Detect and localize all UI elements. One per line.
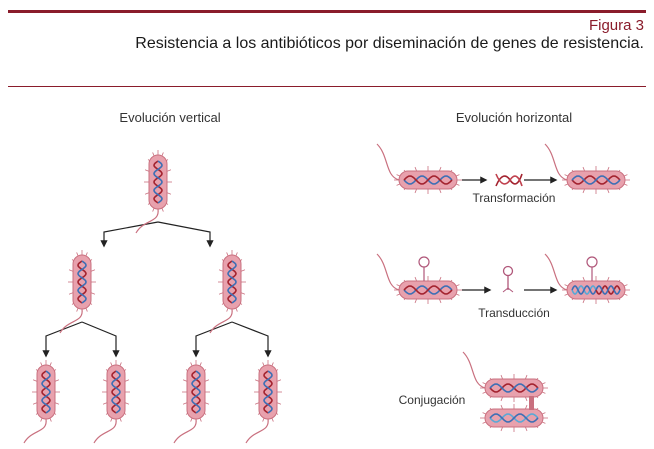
conjugation-label: Conjugación bbox=[399, 393, 466, 407]
bacterium-gen2-left bbox=[59, 250, 96, 334]
top-accent-bar bbox=[8, 10, 646, 13]
bacterium-gen2-right bbox=[209, 250, 246, 334]
free-dna-fragment bbox=[495, 173, 523, 187]
header-divider bbox=[8, 86, 646, 87]
bacterium-gen3-1 bbox=[23, 360, 60, 444]
transformation-recipient bbox=[544, 143, 630, 194]
transduction-label: Transducción bbox=[478, 306, 550, 320]
bacterium-gen3-2 bbox=[93, 360, 130, 444]
bacterium-gen3-4 bbox=[245, 360, 282, 444]
lineage-tree bbox=[42, 221, 272, 358]
vertical-evolution-title: Evolución vertical bbox=[119, 110, 220, 125]
horizontal-evolution-title: Evolución horizontal bbox=[456, 110, 572, 125]
bacterium-gen1 bbox=[135, 150, 172, 234]
transduction-donor bbox=[376, 253, 462, 304]
process-arrows bbox=[462, 176, 558, 294]
transformation-label: Transformación bbox=[473, 191, 556, 205]
bacteriophage bbox=[502, 265, 514, 293]
horizontal-bacteria-group bbox=[376, 143, 630, 432]
figure-title: Resistencia a los antibióticos por disem… bbox=[135, 35, 644, 52]
figure-label: Figura 3 bbox=[588, 17, 644, 34]
conjugation-recipient bbox=[480, 404, 548, 432]
vertical-bacteria-group bbox=[23, 150, 282, 444]
transduction-recipient bbox=[544, 253, 630, 304]
conjugation-donor bbox=[462, 351, 548, 402]
bacterium-gen3-3 bbox=[173, 360, 210, 444]
conjugation-pilus bbox=[529, 396, 534, 410]
transformation-donor bbox=[376, 143, 462, 194]
